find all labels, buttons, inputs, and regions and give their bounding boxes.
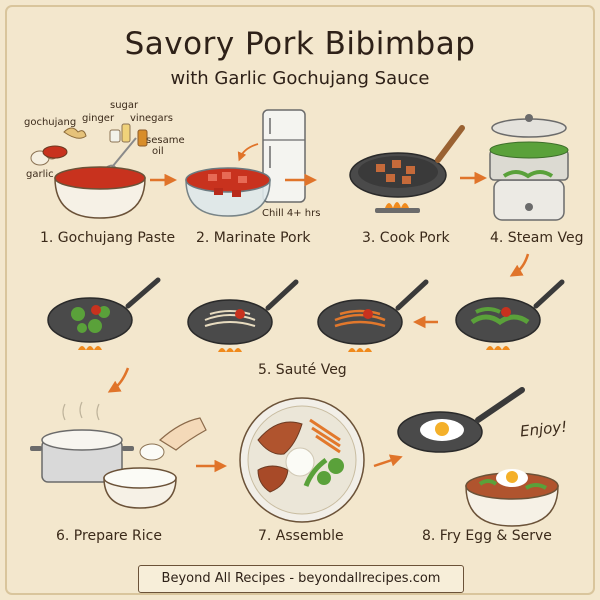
sugar-icon [109, 129, 121, 143]
step7-assemble-illustration [239, 397, 365, 523]
ingredient-oil: oil [152, 146, 164, 157]
saute-pan-3 [317, 279, 429, 352]
gochujang-dish-icon [42, 145, 68, 159]
saute-pan-1 [47, 277, 161, 350]
ginger-icon [63, 127, 87, 139]
step-8-label: 8. Fry Egg & Serve [422, 528, 552, 544]
footer-credit: Beyond All Recipes - beyondallrecipes.co… [161, 571, 441, 586]
step-3-label: 3. Cook Pork [362, 230, 450, 246]
saute-pan-4 [455, 279, 565, 350]
ingredient-sugar: sugar [110, 100, 139, 111]
ingredient-vinegars: vinegars [130, 113, 173, 124]
marinade-bowl [185, 167, 271, 217]
steamer-pot [489, 114, 569, 221]
ingredient-ginger: ginger [82, 113, 115, 124]
step5-saute-illustration [47, 277, 565, 352]
step2-marinate-illustration [185, 109, 306, 217]
recipe-title: Savory Pork Bibimbap [124, 26, 476, 62]
step-1-label: 1. Gochujang Paste [40, 230, 176, 246]
rice-bowl [103, 467, 177, 509]
sesame-oil-icon [137, 129, 148, 147]
arrow-4-5 [509, 253, 530, 277]
step-7-label: 7. Assemble [258, 528, 344, 544]
ingredient-gochujang: gochujang [24, 117, 77, 128]
ingredient-garlic: garlic [26, 169, 54, 180]
step1-paste-illustration [30, 123, 148, 219]
step6-rice-illustration [30, 401, 207, 509]
rice-pot [30, 401, 134, 483]
step-6-label: 6. Prepare Rice [56, 528, 162, 544]
arrow-5-6 [107, 367, 130, 393]
chill-note: Chill 4+ hrs [262, 208, 321, 219]
step-5-label: 5. Sauté Veg [258, 362, 347, 378]
step-2-label: 2. Marinate Pork [196, 230, 311, 246]
ingredient-sesame: sesame [146, 135, 185, 146]
step3-cook-illustration [349, 125, 465, 213]
page-border [5, 5, 595, 595]
hand-scoop-icon [139, 417, 207, 461]
arrow-7-8 [373, 454, 403, 468]
to-fridge-arrow [237, 143, 259, 162]
step4-steam-illustration [489, 114, 569, 221]
step8-serve-illustration [397, 387, 559, 527]
paste-bowl [54, 166, 146, 219]
saute-pan-2 [187, 279, 299, 352]
egg-pan [397, 387, 525, 453]
recipe-subtitle: with Garlic Gochujang Sauce [170, 68, 430, 89]
vinegar-bottle-icon [121, 123, 131, 143]
flame-icon [375, 202, 420, 213]
footer-banner: Beyond All Recipes - beyondallrecipes.co… [138, 565, 464, 593]
step-4-label: 4. Steam Veg [490, 230, 584, 246]
flow-arrows [107, 171, 530, 473]
serving-bowl [465, 469, 559, 527]
wok-pan [349, 125, 465, 198]
